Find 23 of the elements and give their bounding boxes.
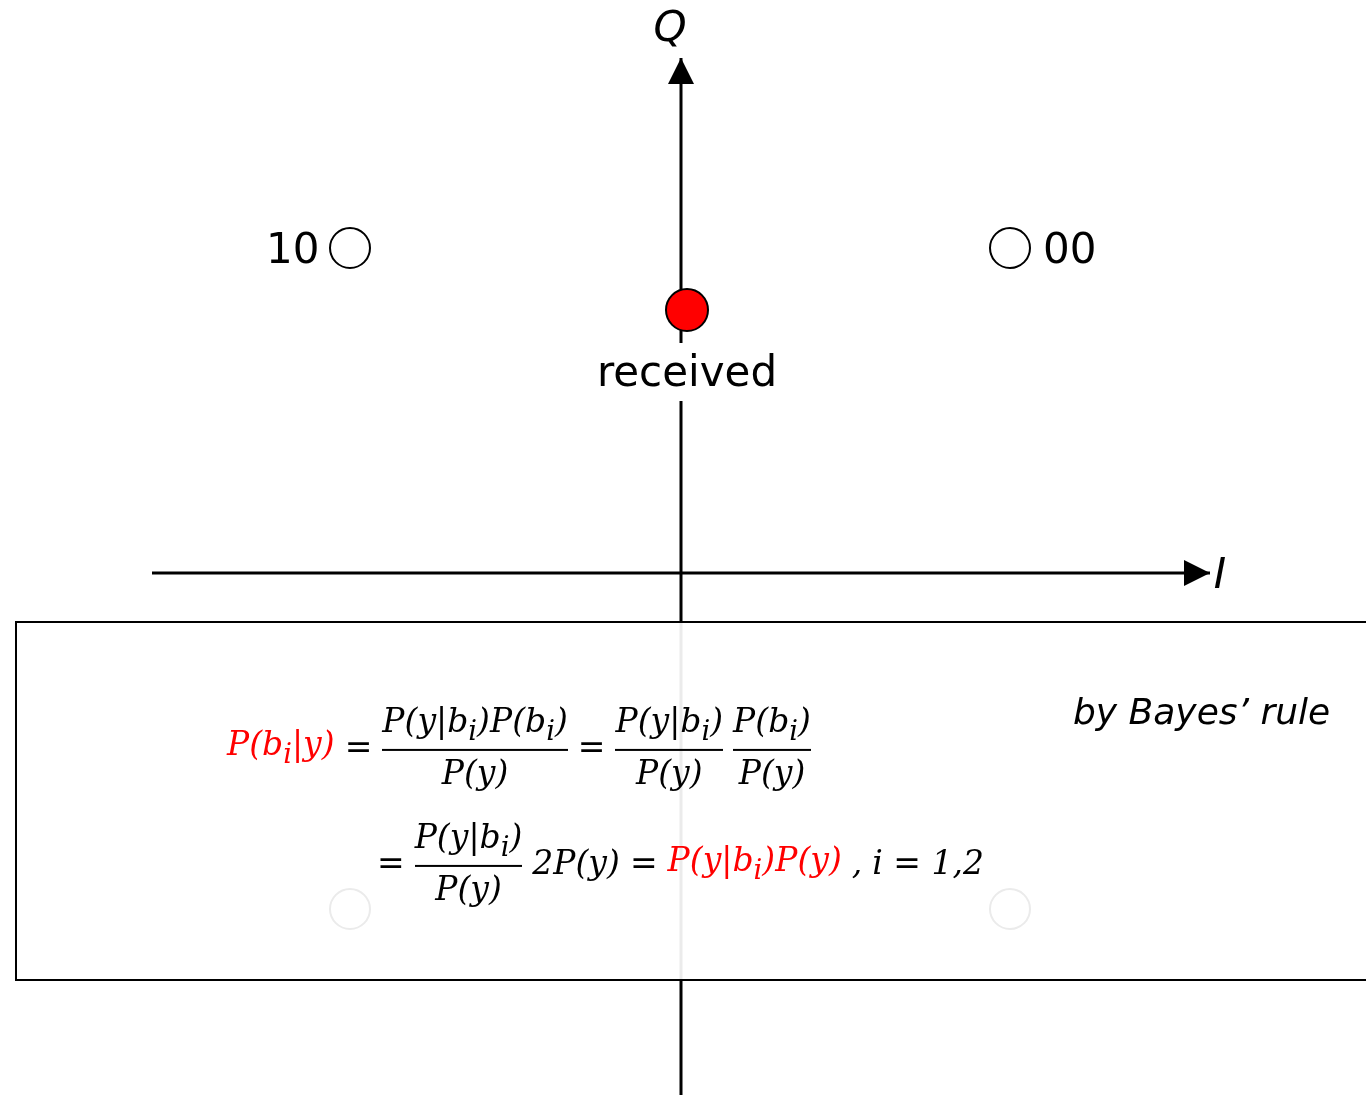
formula-term: 2P(y): [532, 844, 620, 882]
formula-term: P(y|b$_{i}$): [615, 701, 724, 747]
formula-term: ,: [851, 844, 863, 882]
formula-term: =: [577, 728, 606, 766]
formula-term: =: [377, 844, 405, 882]
formula-term: =: [629, 844, 658, 882]
symbol-label: 10: [266, 228, 320, 270]
formula-term: P(y): [441, 754, 509, 793]
symbol-label: 00: [1043, 228, 1097, 270]
formula-term: i = 1,2: [872, 844, 984, 882]
formula-term: P(y|b$_{i}$): [414, 817, 523, 863]
formula-term: P(y|b$_{i}$)P(y): [667, 840, 842, 886]
formula-term: P(y|b$_{i}$)P(b$_{i}$): [382, 701, 568, 747]
note-text: by Bayes’ rule: [1073, 691, 1331, 732]
formula-term: P(y): [636, 754, 703, 793]
formula-panel: [15, 621, 1366, 981]
formula-term: P(y): [435, 870, 502, 909]
axis-label: I: [1213, 553, 1227, 595]
formula-term: =: [344, 728, 373, 766]
formula-term: P(b$_{i}$|y): [227, 724, 335, 770]
axis-label: Q: [653, 6, 687, 48]
formula-term: P(b$_{i}$): [733, 701, 811, 747]
formula-term: P(y): [738, 754, 806, 793]
